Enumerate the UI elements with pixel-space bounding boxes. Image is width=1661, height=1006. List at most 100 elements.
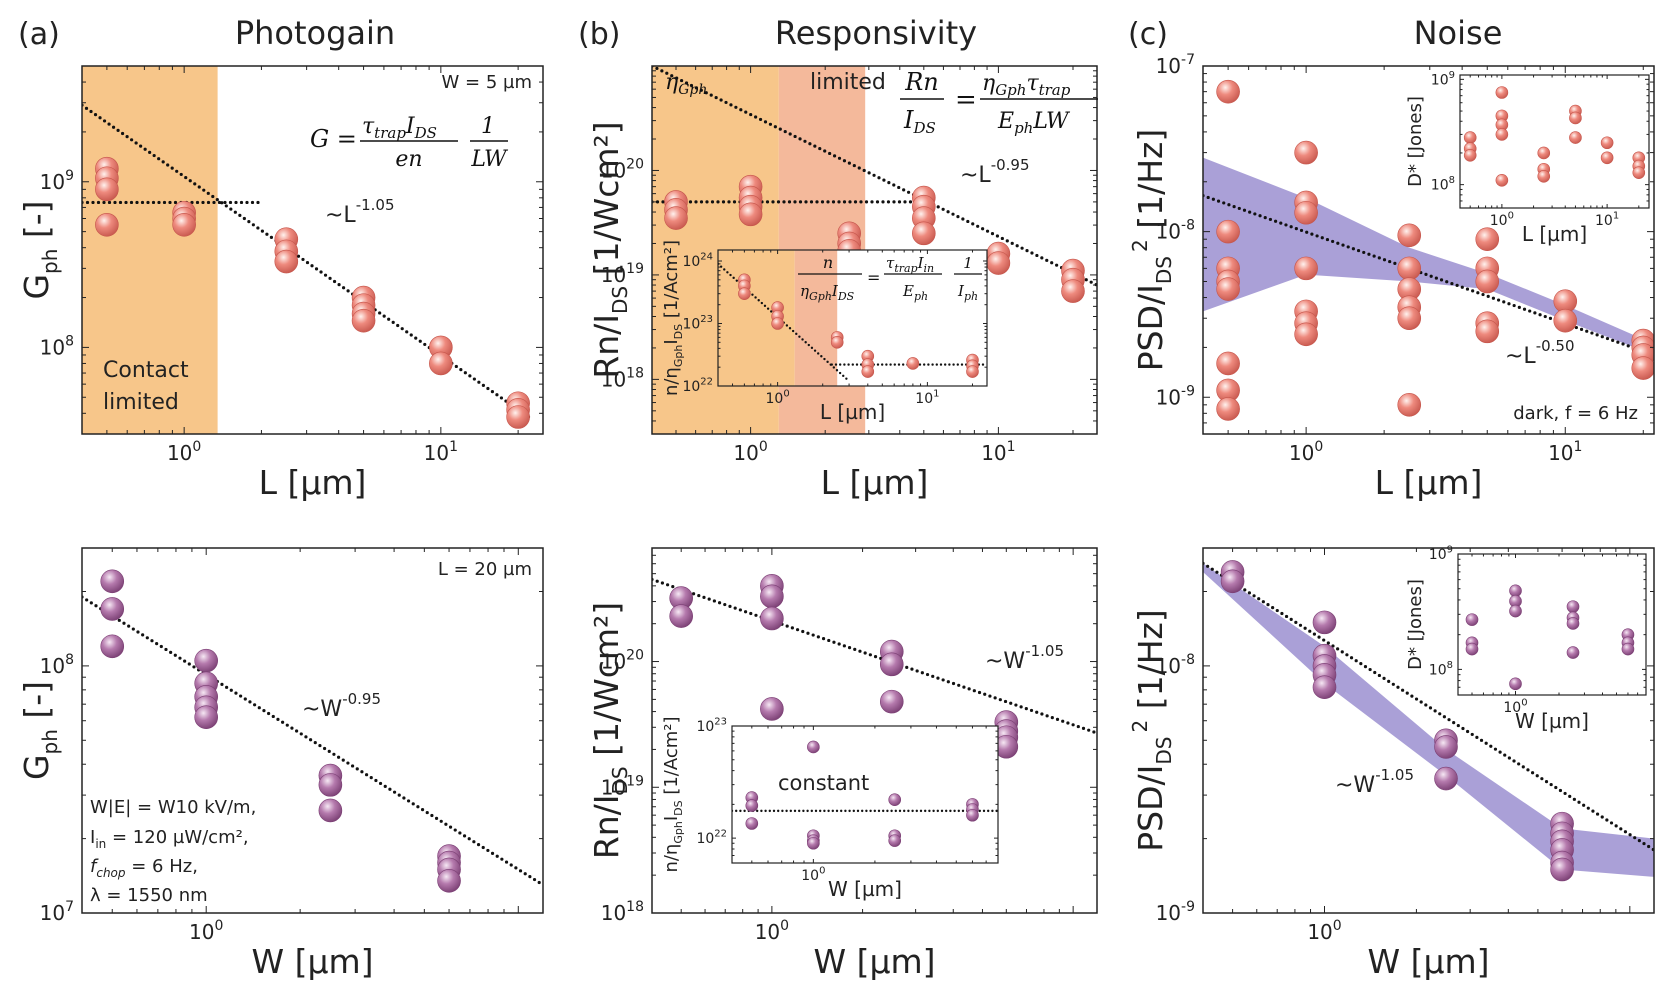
a-bot-x-axis-label: W [µm] (251, 942, 373, 981)
b-bot-inset-frame (731, 725, 999, 864)
annotation-contact: Contact (103, 358, 189, 383)
panel-letter-b: (b) (578, 17, 620, 52)
svg-text:=: = (867, 268, 880, 287)
c-top-data-point (1397, 306, 1422, 331)
a-bot-data-point (194, 648, 218, 673)
c-bot-inset-x-axis-label: W [µm] (1515, 709, 1589, 733)
a-top-data-point (172, 212, 196, 237)
c-bot-inset-data-point (1621, 642, 1635, 656)
slope-label-b-bot: ~W-1.05 (985, 642, 1064, 674)
annotation-eta-limited: ηGph (665, 70, 707, 98)
b-bot-y-axis-label: Rn/IDS [1/Wcm²] (587, 602, 632, 859)
slope-label-c-bot: ~W-1.05 (1335, 766, 1414, 798)
a-bot-y-tick-label: 108 (40, 652, 74, 678)
condition-field: W|E| = W10 kV/m, (90, 797, 256, 818)
b-top-y-tick-label: 1018 (601, 365, 644, 391)
b-top-inset-frame (717, 249, 988, 387)
c-top-data-point (1294, 140, 1318, 165)
a-top-x-axis-label: L [µm] (259, 463, 367, 502)
c-bot-data-point (1312, 610, 1337, 635)
b-bot-inset-data-point (888, 793, 902, 807)
svg-text:Eph: Eph (902, 282, 928, 303)
c-top-data-point (1294, 200, 1318, 225)
a-bot-frame (81, 547, 544, 914)
b-bot-inset-data-point (745, 817, 759, 830)
c-top-inset-data-point (1569, 111, 1582, 125)
condition-wavelength: λ = 1550 nm (90, 885, 208, 906)
c-bot-inset-data-point (1566, 600, 1580, 613)
a-bot-y-axis-label: Gph [-] (17, 681, 62, 780)
c-top-inset-data-point (1537, 146, 1551, 160)
c-top-inset-x-tick-label: 101 (1595, 211, 1619, 229)
slope-label-c-top: ~L-0.50 (1505, 337, 1575, 369)
b-top-x-tick-label: 101 (981, 439, 1015, 465)
c-bot-x-axis-label: W [µm] (1367, 942, 1489, 981)
b-bot-y-tick-label: 1020 (601, 648, 644, 674)
b-top-inset-x-axis-label: L [µm] (820, 400, 885, 424)
c-top-data-point (1553, 308, 1578, 333)
b-bot-inset-y-axis-label: n/ηGphIDS [1/Acm²] (661, 716, 685, 872)
c-top-inset-data-point (1463, 148, 1477, 162)
b-bot-inset-x-axis-label: W [µm] (828, 877, 902, 901)
c-top-data-point (1216, 79, 1240, 104)
svg-text:ηGphτtrap: ηGphτtrap (982, 71, 1071, 99)
b-bot-inset-plot-area (732, 726, 998, 863)
b-top-data-point (738, 202, 763, 227)
c-bot-inset-plot-area (1458, 554, 1646, 695)
c-top-y-tick-label: 10-7 (1156, 52, 1195, 78)
c-bot-inset-data-point (1465, 642, 1479, 656)
condition-intensity: Iin = 120 µW/cm², (90, 827, 249, 851)
b-bot-data-point (760, 584, 784, 609)
a-top-shaded-region-0 (82, 66, 218, 434)
b-top-inset-x-tick-label: 100 (766, 389, 790, 407)
b-bot-inset-y-tick-label: 1023 (696, 717, 727, 735)
svg-text:en: en (395, 147, 422, 172)
panel-title-a: Photogain (235, 14, 395, 52)
panel-letter-a: (a) (18, 17, 60, 52)
c-bot-data-point (1220, 569, 1245, 594)
c-top-inset-data-point (1495, 173, 1509, 187)
c-top-data-point (1397, 256, 1422, 281)
svg-text:Rn: Rn (904, 68, 939, 96)
b-bot-fit-line-0 (652, 577, 1097, 735)
c-bot-inset-y-tick-label: 108 (1429, 660, 1453, 678)
svg-text:ηGphIDS: ηGphIDS (800, 282, 855, 303)
annotation-width: W = 5 µm (442, 72, 532, 93)
svg-text:G =: G = (310, 125, 357, 153)
b-bot-y-tick-label: 1018 (601, 899, 644, 925)
a-top-data-point (351, 308, 376, 333)
b-bot-inset-y-tick-label: 1022 (696, 829, 727, 847)
b-top-fit-line-0 (652, 66, 1097, 287)
c-top-x-axis-label: L [µm] (1375, 463, 1483, 502)
c-top-inset-data-point (1600, 136, 1614, 150)
a-top-frame (81, 65, 544, 435)
c-top-inset-data-point (1569, 131, 1582, 144)
annotation-dark: dark, f = 6 Hz (1513, 403, 1638, 424)
c-top-data-point (1475, 227, 1500, 252)
b-top-y-axis-label: Rn/IDS [1/Wcm²] (587, 121, 632, 378)
c-bot-inset-x-tick-label: 100 (1503, 698, 1527, 716)
b-bot-inset-data-point (745, 799, 759, 812)
svg-text:1: 1 (963, 254, 973, 272)
c-bot-inset-data-point (1465, 613, 1479, 626)
a-top-data-point (506, 405, 530, 429)
svg-text:τtrapIin: τtrapIin (886, 254, 934, 275)
c-top-inset-y-axis-label: D* [Jones] (1405, 96, 1426, 187)
c-top-inset-data-point (1495, 128, 1509, 141)
c-bot-y-axis-label: PSD/IDS2 [1/Hz] (1128, 609, 1176, 851)
slope-label-a-top: ~L-1.05 (325, 196, 395, 228)
a-bot-plot-area (82, 548, 543, 913)
c-top-frame (1202, 65, 1655, 435)
b-top-inset-data-point (771, 317, 784, 330)
c-top-data-point (1294, 256, 1318, 281)
a-top-data-point (95, 212, 119, 237)
c-top-data-point (1216, 277, 1240, 301)
slope-label-a-bot: ~W-0.95 (302, 690, 381, 722)
b-top-y-tick-label: 1019 (601, 261, 644, 287)
b-top-x-tick-label: 100 (733, 439, 767, 465)
a-bot-y-tick-label: 107 (40, 899, 74, 925)
